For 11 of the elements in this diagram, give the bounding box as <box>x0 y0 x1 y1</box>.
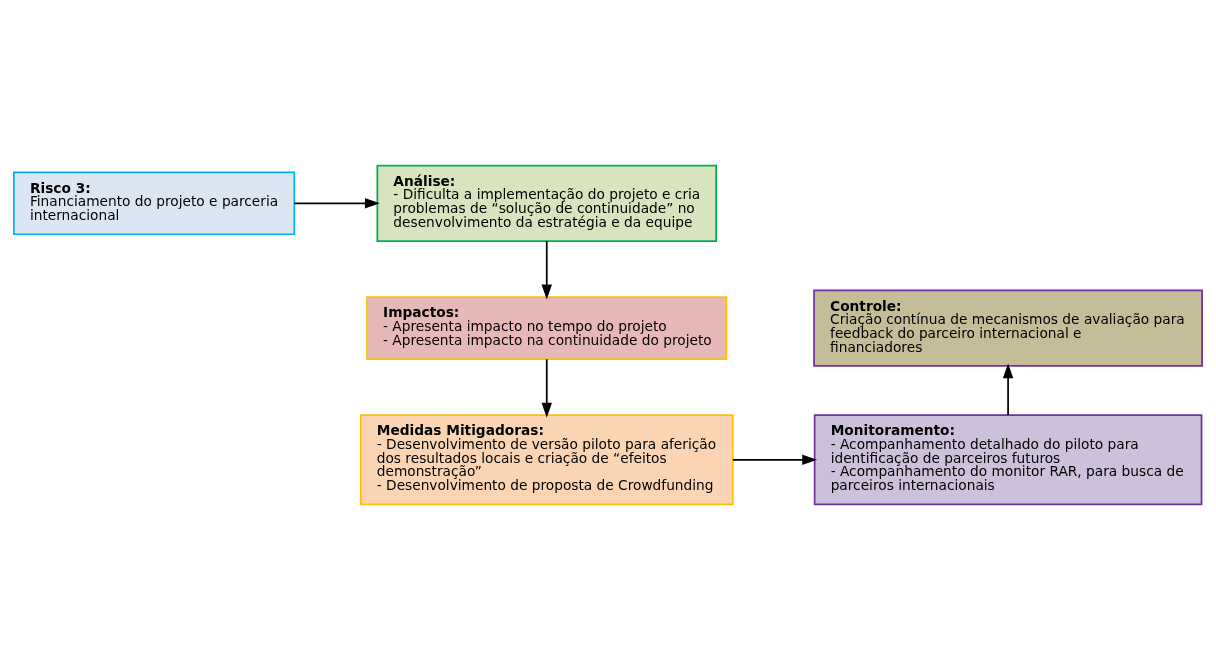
node-box: Risco 3: Financiamento do projeto e parceria internacional <box>13 171 296 235</box>
node-box: Controle: Criação contínua de mecanismos de avaliação para feedback do parceiro internacional e financiadores <box>813 289 1203 367</box>
arrow <box>541 357 552 418</box>
arrow <box>293 197 380 209</box>
node-box: Análise: - Dificulta a implementação do projeto e cria problemas de “solução de continuidade” no desenvolvimento da estratégia e da equipe <box>376 164 718 242</box>
arrow <box>731 454 818 465</box>
arrow <box>1002 362 1014 416</box>
node-box: Impactos: - Apresenta impacto no tempo do projeto - Apresenta impacto na continuidade do projeto <box>366 295 728 360</box>
node-box: Medidas Mitigadoras: - Desenvolvimento de versão piloto para aferição dos resultados locais e criação de “efeitos demonstração” - Desenvolvimento de proposta de Crowdfunding <box>359 413 734 505</box>
node-box: Monitoramento: - Acompanhamento detalhado do piloto para identificação de parceiros futuros - Acompanhamento do monitor RAR, para busca de parceiros internacionais <box>813 413 1203 505</box>
arrow <box>541 239 552 299</box>
